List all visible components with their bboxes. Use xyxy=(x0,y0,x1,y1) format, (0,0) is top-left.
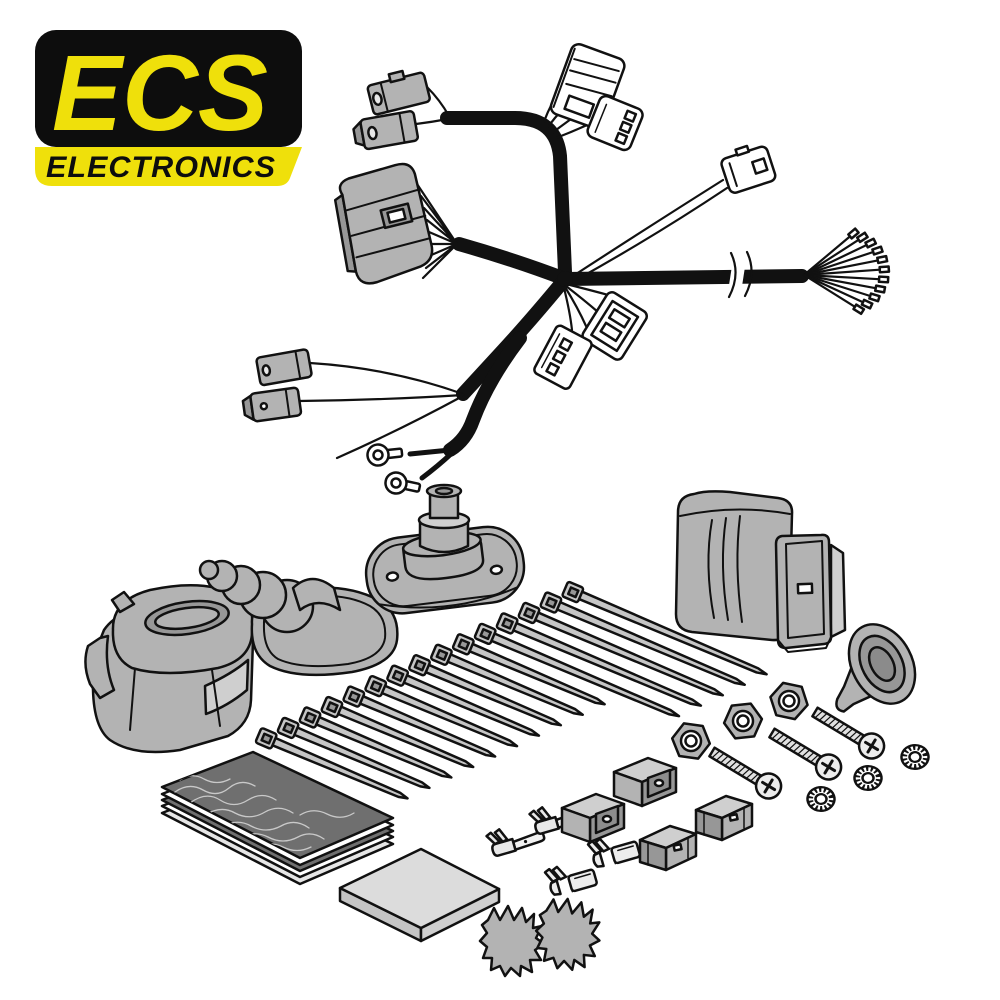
wire-end-terminal xyxy=(852,303,866,316)
bellows-grommet-cover xyxy=(198,559,399,677)
branch-connector-top-b xyxy=(352,110,450,151)
terminal-insulator-housing xyxy=(560,792,626,844)
wire-end-terminal xyxy=(876,254,889,265)
harness-wire xyxy=(802,273,856,308)
wire-end-terminal xyxy=(855,231,869,244)
pan-head-screw xyxy=(704,739,788,805)
foam-pad xyxy=(338,847,501,943)
pad-texture xyxy=(174,775,355,852)
grommet-plate xyxy=(364,483,526,615)
branch-connector-top-a xyxy=(366,69,451,118)
wire-end-terminal xyxy=(868,292,881,303)
terminal-insulators xyxy=(560,756,678,844)
hex-nut xyxy=(668,720,714,762)
terminal-insulator-housing xyxy=(612,756,678,808)
branch-connector-hanging-b xyxy=(533,285,593,390)
cone-grommet xyxy=(835,623,917,713)
lock-washer xyxy=(804,784,838,814)
ring-terminal xyxy=(382,469,423,500)
brand-text: ECS xyxy=(52,32,268,153)
branch-connector-lower-b xyxy=(241,386,465,460)
pan-head-screw xyxy=(807,699,891,765)
connector-block xyxy=(694,794,754,842)
harness-wire xyxy=(802,268,881,277)
lock-washer xyxy=(898,742,932,772)
wire-end-terminal xyxy=(860,298,874,310)
harness-wire xyxy=(802,259,879,277)
branch-connector-right xyxy=(571,144,777,282)
cable-break-mark xyxy=(726,249,753,303)
harness-wire xyxy=(802,243,868,277)
connector-block xyxy=(638,824,698,872)
harness-wire xyxy=(802,235,852,277)
wire-end-terminal xyxy=(877,275,890,284)
strain-relief-grommet xyxy=(531,894,605,974)
branch-connector-lower-a xyxy=(255,348,465,396)
hex-nut xyxy=(765,679,813,723)
ring-terminals xyxy=(365,440,455,500)
wiring-harness xyxy=(241,43,891,500)
lock-washer xyxy=(851,763,885,793)
harness-wire xyxy=(802,250,875,277)
strain-relief-grommet xyxy=(478,904,546,978)
wire-end-terminal xyxy=(878,265,891,274)
branch-connector-upper-white-b xyxy=(586,94,644,152)
hex-nut xyxy=(721,701,765,741)
wire-end-terminal xyxy=(847,227,860,240)
brand-subtitle-text: ELECTRONICS xyxy=(46,151,276,184)
harness-wire xyxy=(802,273,881,281)
harness-wire xyxy=(802,273,877,290)
grommet-spout xyxy=(417,483,471,554)
harness-wire-fan xyxy=(802,227,891,316)
harness-wire xyxy=(802,238,860,277)
ring-terminal xyxy=(365,440,405,468)
pan-head-screw xyxy=(764,720,848,786)
wire-end-terminal xyxy=(871,245,884,256)
vehicle-connector xyxy=(333,162,459,285)
connector-blocks xyxy=(638,794,754,872)
harness-wire xyxy=(802,273,872,298)
logo-yellow-bar xyxy=(35,147,302,186)
wire-end-terminal xyxy=(873,284,887,294)
branch-connector-hanging-a xyxy=(564,282,648,361)
adhesive-pad-stack xyxy=(160,750,395,886)
towing-socket-13pin xyxy=(84,583,255,754)
crimp-terminal-female xyxy=(543,856,599,899)
logo-black-panel xyxy=(35,30,302,147)
electronic-module xyxy=(674,490,847,653)
module-connector xyxy=(774,533,847,653)
harness-wire xyxy=(802,273,865,304)
strain-relief-grommets xyxy=(478,894,605,978)
wire-end-terminal xyxy=(864,237,878,249)
ecs-logo: ECS ELECTRONICS xyxy=(35,30,302,186)
